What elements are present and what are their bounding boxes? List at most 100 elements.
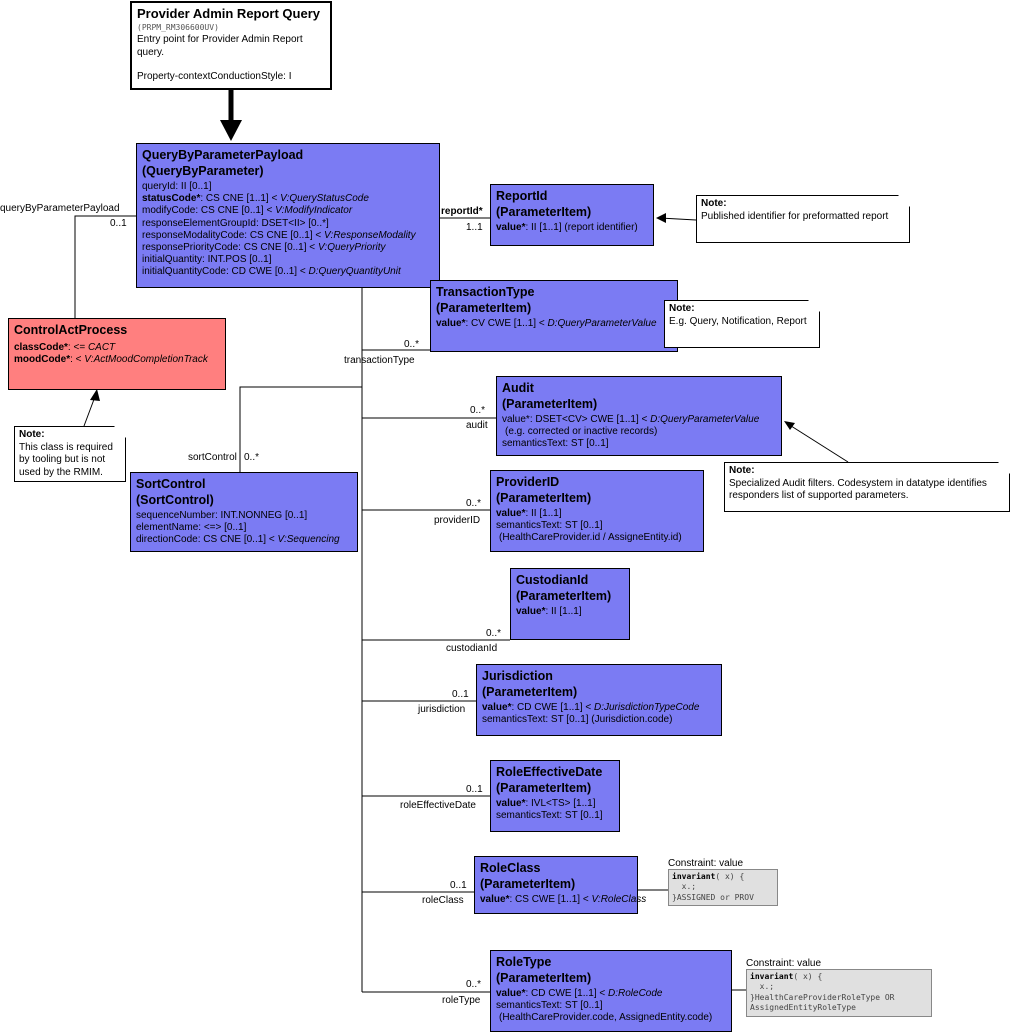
label-reportid-multiplicity: 1..1	[466, 222, 483, 233]
providerid-attrs: value*: II [1..1]semanticsText: ST [0..1…	[496, 508, 698, 545]
attribute-row: value*: CD CWE [1..1] < D:RoleCode	[496, 988, 726, 1000]
attribute-row: initialQuantity: INT.POS [0..1]	[142, 254, 434, 266]
constraint-header: Constraint: value	[746, 958, 822, 969]
attribute-row: moodCode*: < V:ActMoodCompletionTrack	[14, 354, 220, 366]
roleeffectivedate-box[interactable]: RoleEffectiveDate (ParameterItem) value*…	[490, 760, 620, 832]
label-roleeffectivedate: roleEffectiveDate	[400, 800, 476, 811]
attribute-name: statusCode*	[142, 193, 201, 205]
jurisdiction-box[interactable]: Jurisdiction (ParameterItem) value*: CD …	[476, 664, 722, 736]
sortcontrol-box[interactable]: SortControl (SortControl) sequenceNumber…	[130, 472, 358, 552]
attribute-type: : <=> [0..1]	[198, 522, 247, 534]
attribute-type: (HealthCareProvider.code, AssignedEntity…	[499, 1012, 713, 1024]
payload-box[interactable]: QueryByParameterPayload (QueryByParamete…	[136, 143, 440, 288]
label-roleeffectivedate-multiplicity: 0..1	[466, 784, 483, 795]
constraint-header: Constraint: value	[668, 858, 744, 869]
attribute-type: : DSET<II> [0..*]	[255, 217, 329, 229]
constraint-roletype[interactable]: Constraint: value invariant( x) { x.; }H…	[746, 958, 932, 1017]
attribute-row: classCode*: <= CACT	[14, 342, 220, 354]
attribute-row: value*: DSET<CV> CWE [1..1] < D:QueryPar…	[502, 414, 776, 426]
attribute-vocabulary: V:Sequencing	[277, 534, 340, 546]
label-jurisdiction: jurisdiction	[418, 704, 466, 715]
custodianid-box[interactable]: CustodianId (ParameterItem) value*: II […	[510, 568, 630, 640]
label-custodianid-multiplicity: 0..*	[486, 628, 502, 639]
providerid-box[interactable]: ProviderID (ParameterItem) value*: II [1…	[490, 470, 704, 552]
payload-subtitle: (QueryByParameter)	[142, 164, 264, 178]
attribute-vocabulary: V:QueryStatusCode	[280, 193, 369, 205]
attribute-row: (e.g. corrected or inactive records)	[502, 426, 776, 438]
attribute-vocabulary: V:ModifyIndicator	[275, 205, 353, 217]
attribute-name: directionCode	[136, 534, 198, 546]
note-body: Published identifier for preformatted re…	[701, 210, 889, 222]
reportid-title: ReportId	[496, 189, 548, 203]
note-controlactprocess[interactable]: Note: This class is required by tooling …	[14, 426, 126, 482]
audit-title: Audit	[502, 381, 534, 395]
attribute-type: : ST [0..1]	[559, 1000, 603, 1012]
attribute-row: semanticsText: ST [0..1]	[496, 810, 614, 822]
attribute-type: : ST [0..1]	[559, 810, 603, 822]
transactiontype-box[interactable]: TransactionType (ParameterItem) value*: …	[430, 280, 678, 352]
roleclass-box[interactable]: RoleClass (ParameterItem) value*: CS CWE…	[474, 856, 646, 914]
transactiontype-subtitle: (ParameterItem)	[436, 301, 532, 315]
note-header: Note:	[701, 198, 727, 209]
attribute-type: : <=	[67, 342, 88, 353]
attribute-name: value*	[496, 798, 526, 809]
attribute-vocabulary: V:ActMoodCompletionTrack	[84, 354, 208, 366]
constraint-roleclass[interactable]: Constraint: value invariant( x) { x.; }A…	[668, 858, 778, 907]
label-querybyparameterpayload: queryByParameterPayload	[0, 203, 120, 214]
constraint-keyword: invariant	[750, 972, 794, 981]
note-body: This class is required by tooling but is…	[19, 441, 113, 478]
attribute-name: responsePriorityCode	[142, 241, 239, 253]
attribute-type: : II [0..1]	[175, 181, 212, 192]
attribute-vocabulary: V:RoleClass	[591, 894, 647, 905]
note-transactiontype[interactable]: Note: E.g. Query, Notification, Report	[664, 300, 820, 348]
control-title: ControlActProcess	[14, 323, 128, 337]
audit-box[interactable]: Audit (ParameterItem) value*: DSET<CV> C…	[496, 376, 782, 456]
attribute-type: : ST [0..1] (Jurisdiction.code)	[545, 714, 673, 726]
roleeffectivedate-subtitle: (ParameterItem)	[496, 781, 592, 795]
attribute-name: semanticsText	[496, 520, 560, 532]
attribute-vocabulary: CACT	[87, 342, 116, 353]
payload-control-link	[74, 215, 136, 318]
jurisdiction-attrs: value*: CD CWE [1..1] < D:JurisdictionTy…	[482, 702, 716, 726]
label-sortcontrol-multiplicity: 0..*	[244, 452, 260, 463]
attribute-type: : INT.POS [0..1]	[202, 254, 272, 266]
note-body: E.g. Query, Notification, Report	[669, 315, 807, 327]
attribute-type: (e.g. corrected or inactive records)	[505, 426, 658, 438]
constraint-body: invariant( x) { x.; }ASSIGNED or PROV	[668, 869, 778, 907]
label-custodianid: custodianId	[446, 643, 498, 654]
entry-description: Entry point for Provider Admin Report qu…	[137, 34, 303, 58]
attribute-name: value*	[480, 894, 510, 905]
attribute-row: value*: II [1..1]	[496, 508, 698, 520]
attribute-name: modifyCode	[142, 205, 196, 217]
attribute-name: value*	[436, 318, 466, 329]
attribute-row: modifyCode: CS CNE [0..1] < V:ModifyIndi…	[142, 205, 434, 217]
attribute-name: initialQuantityCode	[142, 266, 226, 278]
attribute-name: responseModalityCode	[142, 229, 245, 241]
attribute-row: responseModalityCode: CS CNE [0..1] < V:…	[142, 230, 434, 242]
reportid-attrs: value*: II [1..1] (report identifier)	[496, 222, 648, 234]
attribute-name: value*	[502, 414, 530, 425]
note-reportid[interactable]: Note: Published identifier for preformat…	[696, 195, 910, 243]
attribute-type: : <	[70, 354, 85, 366]
roleeffectivedate-title: RoleEffectiveDate	[496, 765, 603, 779]
attribute-row: value*: CD CWE [1..1] < D:JurisdictionTy…	[482, 702, 716, 714]
payload-title: QueryByParameterPayload	[142, 148, 304, 162]
attribute-row: value*: IVL<TS> [1..1]	[496, 798, 614, 810]
roletype-box[interactable]: RoleType (ParameterItem) value*: CD CWE …	[490, 950, 732, 1032]
roleclass-attrs: value*: CS CWE [1..1] < V:RoleClass	[480, 894, 646, 906]
attribute-name: value*	[516, 606, 546, 617]
label-transactiontype-multiplicity: 0..*	[404, 339, 420, 350]
attribute-row: (HealthCareProvider.id / AssigneEntity.i…	[496, 532, 698, 544]
audit-attrs: value*: DSET<CV> CWE [1..1] < D:QueryPar…	[502, 414, 776, 451]
entry-point-box[interactable]: Provider Admin Report Query (PRPM_RM3066…	[130, 1, 332, 90]
label-reportid-role: reportId*	[441, 206, 483, 217]
attribute-type: : INT.NONNEG [0..1]	[214, 510, 308, 521]
attribute-name: sequenceNumber	[136, 510, 215, 521]
label-sortcontrol: sortControl	[188, 452, 237, 463]
payload-attrs: queryId: II [0..1]statusCode*: CS CNE [1…	[142, 181, 434, 279]
roletype-subtitle: (ParameterItem)	[496, 971, 592, 985]
note-audit[interactable]: Note: Specialized Audit filters. Codesys…	[724, 462, 1010, 512]
attribute-name: elementName	[136, 522, 199, 534]
reportid-box[interactable]: ReportId (ParameterItem) value*: II [1..…	[490, 184, 654, 246]
